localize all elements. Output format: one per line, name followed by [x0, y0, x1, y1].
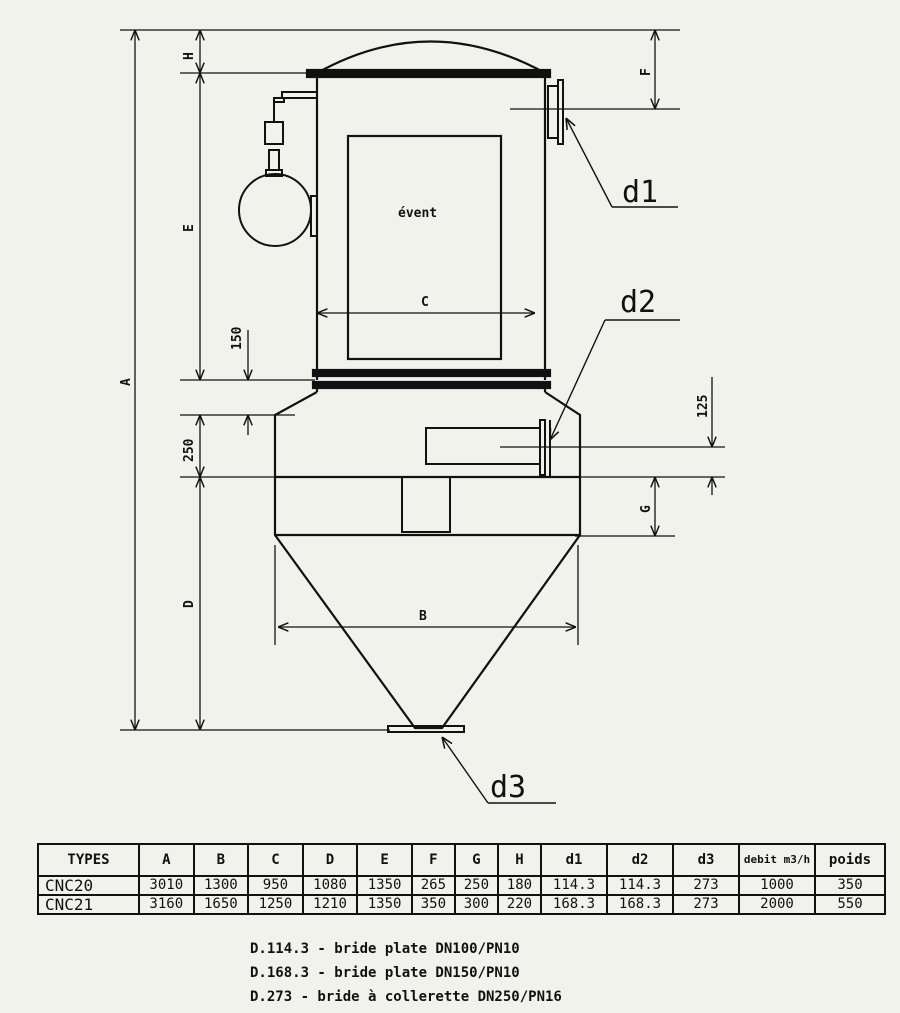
header-D: D: [301, 843, 359, 877]
header-d1: d1: [540, 843, 608, 877]
cell-E: 1350: [356, 894, 413, 915]
dim-G-label: G: [639, 505, 654, 513]
cell-d1: 114.3: [540, 875, 608, 896]
cell-A: 3010: [138, 875, 195, 896]
header-H: H: [496, 843, 543, 877]
note-line: D.168.3 - bride plate DN150/PN10: [250, 965, 520, 981]
cell-d3: 273: [672, 894, 740, 915]
leader-lines: [442, 118, 680, 804]
header-B: B: [192, 843, 250, 877]
dim-250-label: 250: [182, 438, 197, 462]
filter-vessel: [273, 40, 582, 730]
header-debit: debit m3/h: [738, 843, 816, 877]
vent-label: évent: [398, 206, 437, 221]
cell-H: 180: [496, 875, 543, 896]
cell-d3: 273: [672, 875, 740, 896]
header-C: C: [247, 843, 304, 877]
table-row: CNC21 3160 1650 1250 1210 1350 350 300 2…: [37, 894, 886, 915]
cell-D: 1080: [301, 875, 359, 896]
header-types: TYPES: [37, 843, 140, 877]
d2-label: d2: [620, 285, 656, 320]
dim-E-label: E: [182, 224, 197, 232]
dim-125-label: 125: [696, 395, 711, 418]
cell-d2: 114.3: [606, 875, 674, 896]
outlet-flange-d1: [547, 79, 564, 145]
cell-type: CNC21: [37, 894, 140, 915]
cell-G: 300: [453, 894, 499, 915]
note-line: D.273 - bride à collerette DN250/PN16: [250, 989, 562, 1005]
dim-A-label: A: [119, 378, 134, 386]
inlet-d2: [425, 419, 551, 477]
cell-A: 3160: [138, 894, 195, 915]
cell-B: 1300: [192, 875, 250, 896]
cell-C: 950: [247, 875, 304, 896]
cell-H: 220: [496, 894, 543, 915]
outlet-flange-d3: [387, 725, 465, 733]
header-E: E: [356, 843, 413, 877]
dim-D-label: D: [182, 600, 197, 608]
header-d3: d3: [672, 843, 740, 877]
header-d2: d2: [606, 843, 674, 877]
header-poids: poids: [814, 843, 886, 877]
d3-label: d3: [490, 770, 526, 805]
solenoid-valve: [238, 91, 318, 247]
cell-E: 1350: [356, 875, 413, 896]
dimensions-table: TYPES A B C D E F G H d1 d2 d3 debit m3/…: [37, 843, 886, 915]
cell-poids: 550: [814, 894, 886, 915]
cell-debit: 1000: [738, 875, 816, 896]
table-header-row: TYPES A B C D E F G H d1 d2 d3 debit m3/…: [37, 843, 886, 877]
table-row: CNC20 3010 1300 950 1080 1350 265 250 18…: [37, 875, 886, 896]
dim-F-label: F: [639, 68, 654, 76]
d1-label: d1: [622, 175, 658, 210]
header-G: G: [453, 843, 499, 877]
hopper-chute: [401, 476, 451, 533]
header-F: F: [410, 843, 456, 877]
cell-C: 1250: [247, 894, 304, 915]
cell-B: 1650: [192, 894, 250, 915]
vent-panel: évent: [346, 134, 503, 361]
cell-F: 350: [410, 894, 456, 915]
cell-F: 265: [410, 875, 456, 896]
cell-poids: 350: [814, 875, 886, 896]
cell-D: 1210: [301, 894, 359, 915]
dim-150-label: 150: [230, 326, 245, 350]
cell-type: CNC20: [37, 875, 140, 896]
dimension-lines: [135, 30, 712, 730]
dim-C-label: C: [421, 295, 429, 310]
dim-B-label: B: [419, 609, 427, 624]
dim-H-label: H: [182, 52, 197, 60]
cell-d2: 168.3: [606, 894, 674, 915]
cell-debit: 2000: [738, 894, 816, 915]
cell-G: 250: [453, 875, 499, 896]
cell-d1: 168.3: [540, 894, 608, 915]
note-line: D.114.3 - bride plate DN100/PN10: [250, 941, 520, 957]
technical-drawing: évent: [119, 29, 725, 805]
header-A: A: [138, 843, 195, 877]
flange-notes: D.114.3 - bride plate DN100/PN10 D.168.3…: [250, 937, 562, 1009]
